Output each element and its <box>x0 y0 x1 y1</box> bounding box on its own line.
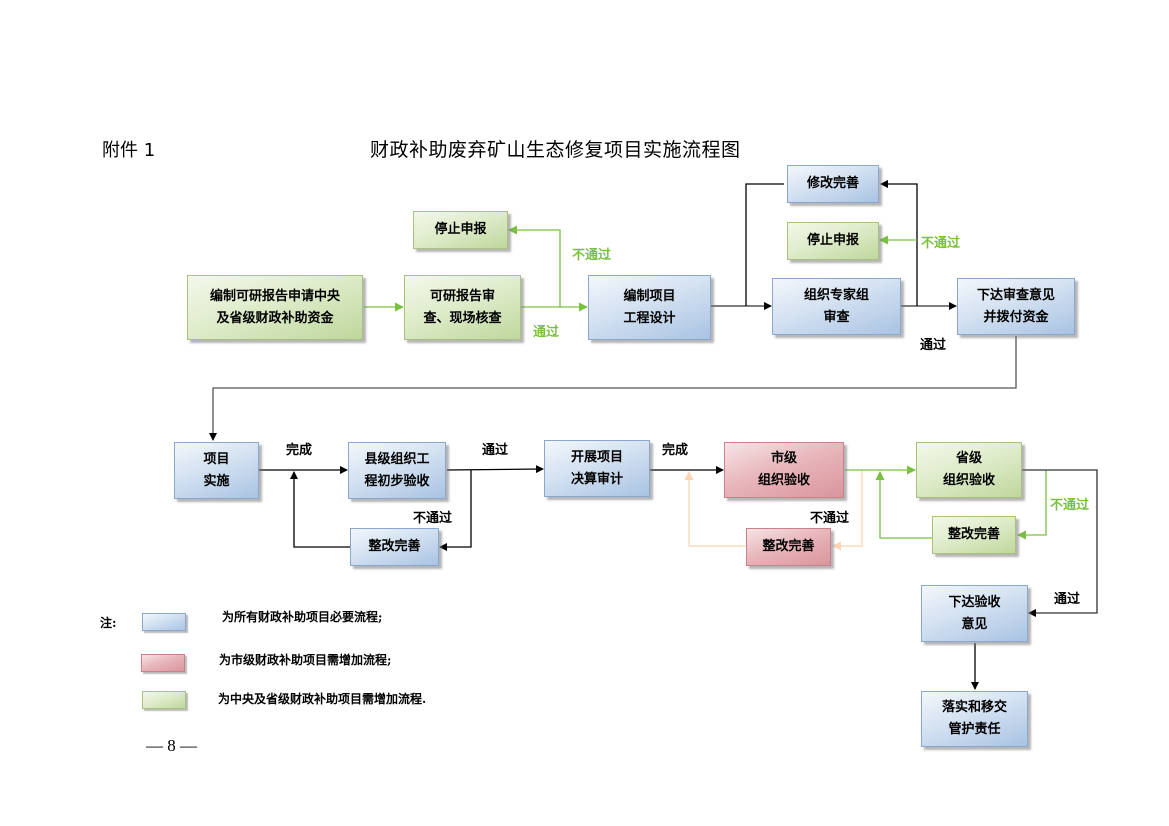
legend-note-label: 注: <box>100 616 117 630</box>
node-text: 停止申报 <box>806 233 859 248</box>
attachment-label: 附件 1 <box>102 140 156 161</box>
node-rectify-city: 整改完善 <box>746 528 831 566</box>
edge-expert-to-revise <box>880 180 918 306</box>
edge-issue-to-implement <box>209 336 1017 441</box>
node-text: 工程设计 <box>623 310 676 326</box>
node-text: 下达验收 <box>948 594 1001 610</box>
node-text: 省级 <box>955 451 982 466</box>
node-design: 编制项目工程设计 <box>588 275 711 340</box>
edge-city-to-rectify <box>832 470 863 551</box>
node-text: 可研报告审 <box>429 288 495 304</box>
legend-swatch-green <box>142 691 186 709</box>
node-text: 修改完善 <box>806 176 859 191</box>
node-issue-opinion: 下达验收意见 <box>921 585 1028 642</box>
legend-text-red: 为市级财政补助项目需增加流程; <box>219 653 392 667</box>
edge-label-fail: 不通过 <box>810 511 850 526</box>
edge-county-to-rectify <box>439 470 472 551</box>
node-text: 实施 <box>203 473 230 489</box>
node-text: 组织验收 <box>942 473 995 488</box>
legend-swatch-red <box>141 654 185 672</box>
node-text: 审查 <box>823 309 850 325</box>
edge-label-fail: 不通过 <box>921 236 961 251</box>
node-stop-right: 停止申报 <box>787 222 879 260</box>
node-text: 及省级财政补助资金 <box>216 310 334 326</box>
edge-label-pass: 通过 <box>920 338 947 353</box>
node-implement: 项目实施 <box>174 442 259 499</box>
edge-province-to-opinion <box>1022 469 1098 617</box>
node-text: 查、现场核查 <box>423 310 502 326</box>
node-text: 开展项目 <box>570 449 623 465</box>
legend-text-green: 为中央及省级财政补助项目需增加流程. <box>218 692 427 706</box>
node-text: 市级 <box>770 451 797 466</box>
node-province-accept: 省级组织验收 <box>916 442 1022 498</box>
node-handover: 落实和移交管护责任 <box>921 691 1028 747</box>
node-rectify-county: 整改完善 <box>350 528 439 566</box>
node-text: 整改完善 <box>368 539 421 554</box>
edge-label-done: 完成 <box>662 443 689 458</box>
node-text: 停止申报 <box>434 222 487 237</box>
edge-rectify-to-implement <box>290 471 350 548</box>
node-text: 下达审查意见 <box>976 287 1055 303</box>
node-review-report: 可研报告审查、现场核查 <box>404 275 521 340</box>
edge-province-to-rectify <box>1017 470 1047 540</box>
node-text: 县级组织工 <box>364 451 430 467</box>
edge-review-to-stop <box>508 225 561 307</box>
node-prepare-report: 编制可研报告申请中央及省级财政补助资金 <box>187 275 363 340</box>
edge-label-pass: 通过 <box>482 443 509 458</box>
edge-revise-to-expert <box>745 183 784 306</box>
node-text: 决算审计 <box>570 471 623 487</box>
node-county-accept: 县级组织工程初步验收 <box>348 442 446 499</box>
node-text: 项目 <box>203 451 230 467</box>
node-rectify-province: 整改完善 <box>932 516 1016 554</box>
node-expert-review: 组织专家组审查 <box>772 278 901 335</box>
node-text: 落实和移交 <box>941 700 1007 715</box>
edge-label-done: 完成 <box>286 443 313 458</box>
node-text: 整改完善 <box>947 527 1000 542</box>
edge-county-to-audit <box>446 465 544 474</box>
node-text: 编制可研报告申请中央 <box>209 288 340 304</box>
edge-label-pass: 通过 <box>1054 592 1081 607</box>
node-text: 组织专家组 <box>803 287 869 303</box>
legend-text-blue: 为所有财政补助项目必要流程; <box>222 610 383 624</box>
edge-city-rectify-back <box>684 471 746 547</box>
node-stop-left: 停止申报 <box>413 211 508 249</box>
node-revise-top: 修改完善 <box>787 165 879 203</box>
legend-swatch-blue <box>142 613 186 631</box>
page-title: 财政补助废弃矿山生态修复项目实施流程图 <box>370 139 741 161</box>
edge-label-fail: 不通过 <box>1050 498 1090 513</box>
node-text: 组织验收 <box>757 473 810 488</box>
edge-province-rectify-back <box>875 471 932 539</box>
node-issue-funding: 下达审查意见并拨付资金 <box>957 278 1075 335</box>
node-city-accept: 市级组织验收 <box>724 442 844 498</box>
node-text: 意见 <box>961 616 988 632</box>
edge-label-fail: 不通过 <box>572 248 612 263</box>
node-text: 程初步验收 <box>364 473 430 489</box>
node-text: 管护责任 <box>948 722 1001 737</box>
edge-label-fail: 不通过 <box>413 511 453 526</box>
node-text: 整改完善 <box>762 539 815 554</box>
node-text: 编制项目 <box>623 288 676 304</box>
node-audit: 开展项目决算审计 <box>544 440 650 497</box>
page-number: — 8 — <box>146 736 197 755</box>
edge-label-pass: 通过 <box>533 325 560 340</box>
node-text: 并拨付资金 <box>983 309 1049 325</box>
